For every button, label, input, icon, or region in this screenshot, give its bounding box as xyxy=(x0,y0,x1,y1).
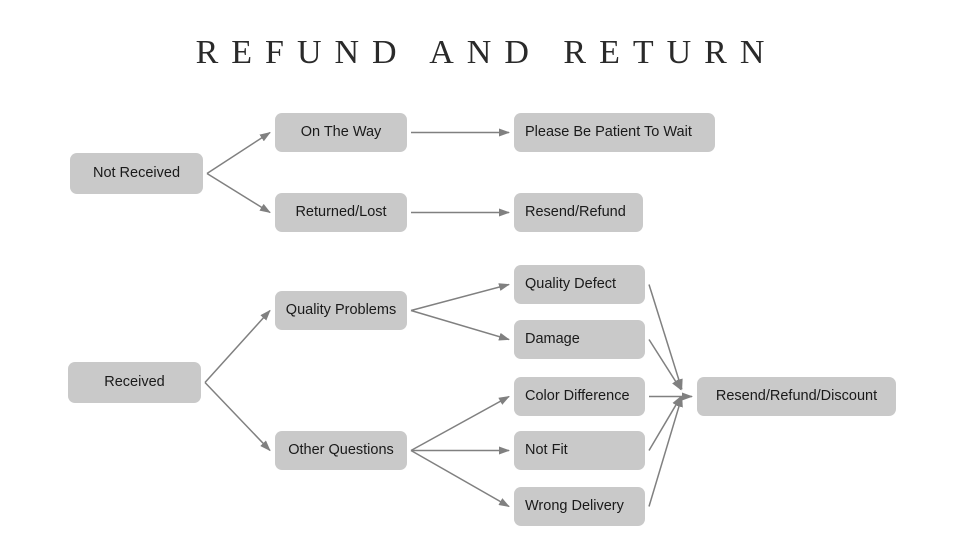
node-not-received[interactable]: Not Received xyxy=(70,153,203,194)
edge-not-received-to-returned-lost xyxy=(206,172,271,214)
node-label: Quality Defect xyxy=(525,276,617,293)
edge-other-questions-to-color-difference xyxy=(410,395,510,452)
node-label: Other Questions xyxy=(288,442,394,459)
node-label: Returned/Lost xyxy=(295,204,387,221)
node-quality-defect[interactable]: Quality Defect xyxy=(514,265,645,304)
node-returned-lost[interactable]: Returned/Lost xyxy=(275,193,407,232)
edge-quality-problems-to-quality-defect xyxy=(410,283,510,312)
node-label: Received xyxy=(104,374,165,391)
edge-other-questions-to-wrong-delivery xyxy=(410,449,510,508)
node-not-fit[interactable]: Not Fit xyxy=(514,431,645,470)
node-label: On The Way xyxy=(300,124,382,141)
edge-received-to-other-questions xyxy=(204,381,271,452)
node-label: Resend/Refund xyxy=(525,204,626,221)
node-label: Not Received xyxy=(92,165,181,182)
edge-not-fit-to-resend-refund-discount xyxy=(648,395,682,451)
node-on-the-way[interactable]: On The Way xyxy=(275,113,407,152)
node-label: Color Difference xyxy=(525,388,630,405)
node-label: Quality Problems xyxy=(285,302,397,319)
page-title: REFUND AND RETURN xyxy=(195,34,778,71)
node-resend-refund-discount[interactable]: Resend/Refund/Discount xyxy=(697,377,896,416)
edge-quality-problems-to-damage xyxy=(410,309,510,341)
node-received[interactable]: Received xyxy=(68,362,201,403)
edge-damage-to-resend-refund-discount xyxy=(648,339,682,391)
node-wrong-delivery[interactable]: Wrong Delivery xyxy=(514,487,645,526)
edge-wrong-delivery-to-resend-refund-discount xyxy=(648,395,683,507)
node-please-wait[interactable]: Please Be Patient To Wait xyxy=(514,113,715,152)
node-label: Damage xyxy=(525,331,580,348)
node-label: Not Fit xyxy=(525,442,568,459)
node-label: Resend/Refund/Discount xyxy=(715,388,878,405)
node-label: Please Be Patient To Wait xyxy=(525,124,692,141)
edge-received-to-quality-problems xyxy=(204,309,271,384)
node-damage[interactable]: Damage xyxy=(514,320,645,359)
node-other-questions[interactable]: Other Questions xyxy=(275,431,407,470)
edge-not-received-to-on-the-way xyxy=(206,131,271,175)
node-quality-problems[interactable]: Quality Problems xyxy=(275,291,407,330)
node-color-difference[interactable]: Color Difference xyxy=(514,377,645,416)
edge-quality-defect-to-resend-refund-discount xyxy=(648,284,683,391)
node-resend-refund[interactable]: Resend/Refund xyxy=(514,193,643,232)
node-label: Wrong Delivery xyxy=(525,498,624,515)
